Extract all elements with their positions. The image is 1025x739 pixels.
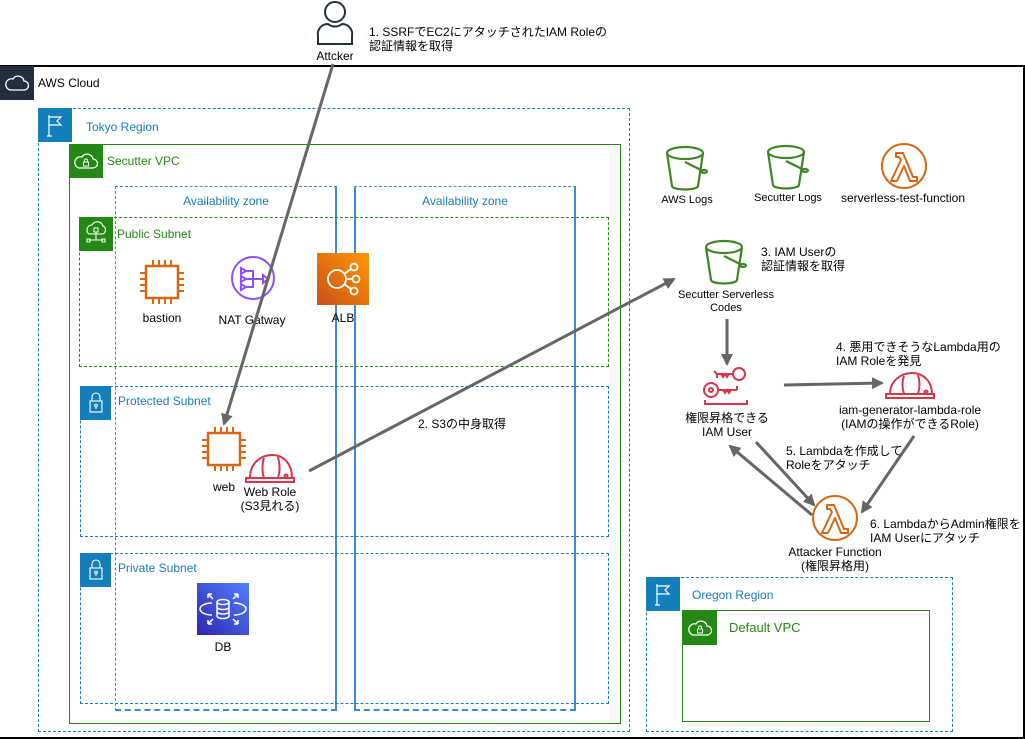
iam-generator-role-label-line2: (IAMの操作ができるRole) <box>841 417 979 431</box>
web-ec2-icon[interactable] <box>200 425 248 473</box>
step1-label-line2: 認証情報を取得 <box>369 39 454 53</box>
bastion-ec2-icon[interactable] <box>138 258 186 306</box>
aws-logs-bucket-icon[interactable] <box>663 144 711 192</box>
aws-logs-label: AWS Logs <box>661 194 713 206</box>
iam-generator-role-label-line1: iam-generator-lambda-role <box>838 403 982 417</box>
db-label: DB <box>214 640 232 654</box>
availability-zone-1-label: Availability zone <box>183 194 269 208</box>
public-subnet-label: Public Subnet <box>117 227 192 241</box>
nat-gateway-label: NAT Gatway <box>218 313 286 327</box>
serverless-test-function-lambda-icon[interactable] <box>880 142 928 190</box>
oregon-region-group <box>646 577 953 732</box>
iam-generator-role-helmet-icon[interactable] <box>884 370 936 404</box>
public-subnet-icon <box>79 217 113 251</box>
web-role-label-line1: Web Role <box>243 485 297 499</box>
secutter-vpc-label: Secutter VPC <box>107 154 180 168</box>
iam-user-label-line1: 権限昇格できる <box>685 411 769 425</box>
private-subnet-lock-icon <box>80 553 111 587</box>
step6-label-line1: 6. LambdaからAdmin権限を <box>870 517 1021 531</box>
vpc-icon <box>69 144 103 178</box>
secutter-logs-label: Secutter Logs <box>754 192 822 204</box>
default-vpc-icon <box>682 610 717 645</box>
step3-label-line2: 認証情報を取得 <box>761 259 846 273</box>
protected-subnet-group <box>80 386 609 537</box>
aws-cloud-label: AWS Cloud <box>38 76 100 90</box>
serverless-test-function-label: serverless-test-function <box>840 191 966 205</box>
attacker-label: Attcker <box>316 49 354 63</box>
bastion-label: bastion <box>142 311 182 325</box>
db-rds-icon[interactable] <box>197 583 249 635</box>
aws-cloud-icon <box>0 66 34 100</box>
step2-label: 2. S3の中身取得 <box>418 417 507 431</box>
attacker-function-label-line2: (権限昇格用) <box>801 559 869 573</box>
iam-user-keys-icon[interactable] <box>701 364 753 408</box>
alb-icon[interactable] <box>317 253 369 305</box>
web-role-helmet-icon[interactable] <box>244 452 296 486</box>
availability-zone-2-label: Availability zone <box>422 194 508 208</box>
alb-label: ALB <box>331 311 355 325</box>
attacker-function-label-line1: Attacker Function <box>788 545 882 559</box>
tokyo-region-label: Tokyo Region <box>86 120 159 134</box>
web-role-label-line2: (S3見れる) <box>240 499 300 513</box>
secutter-serverless-codes-label-line1: Secutter Serverless <box>678 289 774 301</box>
aws-cloud-group <box>0 65 1025 739</box>
attacker-function-lambda-icon[interactable] <box>811 494 859 542</box>
web-label: web <box>212 480 235 494</box>
default-vpc-label: Default VPC <box>729 620 801 635</box>
region-flag-icon <box>38 108 72 142</box>
step5-label-line2: Roleをアタッチ <box>786 458 871 472</box>
step6-label-line2: IAM Userにアタッチ <box>870 531 981 545</box>
secutter-serverless-codes-bucket-icon[interactable] <box>702 238 750 286</box>
secutter-serverless-codes-label-line2: Codes <box>710 302 742 314</box>
iam-user-label-line2: IAM User <box>701 425 752 439</box>
step4-label-line1: 4. 悪用できそうなLambda用の <box>836 340 1001 354</box>
step4-label-line2: IAM Roleを発見 <box>836 354 922 368</box>
protected-subnet-label: Protected Subnet <box>118 394 211 408</box>
step1-label-line1: 1. SSRFでEC2にアタッチされたIAM Roleの <box>369 25 608 39</box>
secutter-logs-bucket-icon[interactable] <box>764 143 812 191</box>
default-vpc-group <box>682 610 930 722</box>
oregon-region-label: Oregon Region <box>692 588 774 602</box>
step3-label-line1: 3. IAM Userの <box>761 245 837 259</box>
step5-label-line1: 5. Lambdaを作成して <box>786 444 903 458</box>
attacker-user-icon <box>315 0 355 48</box>
private-subnet-group <box>80 553 609 704</box>
nat-gateway-icon[interactable] <box>229 254 277 302</box>
private-subnet-label: Private Subnet <box>118 561 197 575</box>
oregon-region-flag-icon <box>646 577 680 611</box>
protected-subnet-lock-icon <box>80 386 111 420</box>
